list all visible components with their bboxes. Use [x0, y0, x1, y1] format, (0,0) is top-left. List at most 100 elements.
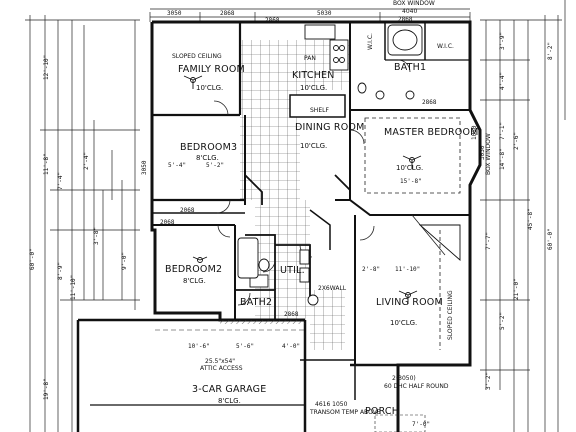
- util-label: UTIL.: [280, 265, 305, 276]
- dim-bedroom3-w2: 5'-2": [206, 162, 224, 169]
- garage-label: 3-CAR GARAGE: [192, 384, 266, 395]
- dim-left-overall: 60'-0": [29, 248, 36, 270]
- dim-right-r7: 3'-2": [485, 372, 492, 390]
- dim-left-l4: 11'-10": [70, 275, 77, 300]
- shelf-note: SHELF: [310, 107, 329, 114]
- family-room-label: FAMILY ROOM: [178, 64, 245, 75]
- attic-access-note: ATTIC ACCESS: [200, 365, 243, 372]
- tray-ceiling-outline: [364, 117, 461, 194]
- wic-label-2: W.I.C.: [437, 43, 454, 50]
- porch-step: [374, 414, 426, 432]
- dim-garage-w1: 10'-6": [188, 343, 210, 350]
- sink-icon: [375, 90, 385, 100]
- box-window-side-note: BOX WINDOW: [485, 133, 492, 175]
- dim-right-upper: 8'-2": [547, 42, 554, 60]
- toilet-icon: [258, 258, 270, 272]
- dining-room-label: DINING ROOM: [295, 122, 364, 133]
- dim-right-r8: 5'-2": [499, 312, 506, 330]
- dim-hall-3: 2868: [265, 17, 280, 24]
- master-ceiling: 10'CLG.: [396, 164, 423, 172]
- dim-window-2: 3050: [479, 145, 486, 160]
- living-slope-note: SLOPED CEILING: [447, 290, 454, 340]
- half-round-note: 60 DHC HALF ROUND: [384, 383, 449, 390]
- ceiling-fan-icon: [192, 256, 208, 263]
- dim-porch-w: 7'-0": [412, 421, 430, 428]
- master-bedroom-label: MASTER BEDROOM: [384, 127, 479, 138]
- dim-top-3: 5030: [317, 10, 332, 17]
- dim-hall-1: 2068: [180, 207, 195, 214]
- hvac-icon: [307, 294, 319, 306]
- water-heater-icon: [299, 249, 310, 265]
- ceiling-fan-icon: [398, 290, 418, 304]
- two-by-six-note: 2X6WALL: [318, 285, 347, 292]
- dim-hall-4: 2868: [422, 99, 437, 106]
- dim-left-lower: 19'-8": [43, 378, 50, 400]
- dryer-icon: [299, 267, 310, 283]
- annotations: BOX WINDOW 4040 W.I.C. W.I.C. 25.5"x54" …: [200, 0, 492, 416]
- ceiling-fan-icon: [402, 155, 422, 169]
- dim-right-r3: 7'-1": [499, 122, 506, 140]
- dim-top-2: 2868: [220, 10, 235, 17]
- counter-icon: [304, 24, 336, 40]
- dim-right-r4: 7'-7": [485, 232, 492, 250]
- dim-garage-w2: 5'-6": [236, 343, 254, 350]
- dim-window-1: 3050: [141, 160, 148, 175]
- kitchen-label: KITCHEN: [292, 70, 335, 81]
- bedroom2-ceiling: 8'CLG.: [183, 277, 206, 285]
- tub-icon: [237, 237, 259, 279]
- dim-left-upper: 12'-10": [43, 55, 50, 80]
- kitchen-ceiling: 10'CLG.: [300, 84, 327, 92]
- dim-right-r1: 3'-9": [499, 32, 506, 50]
- fixtures: [183, 24, 461, 306]
- bath2-label: BATH2: [240, 297, 272, 308]
- range-icon: [329, 39, 349, 71]
- dim-left-l1: 7'-4": [57, 172, 64, 190]
- dim-living-w: 11'-10": [395, 266, 420, 273]
- dim-left-l5: 3'-8": [93, 227, 100, 245]
- dim-right-r6: 2'-6": [513, 132, 520, 150]
- dim-living-w2: 2'-8": [362, 266, 380, 273]
- box-window-size: 4040: [402, 8, 417, 15]
- wic-label-1: W.I.C.: [367, 33, 374, 50]
- family-room-note: SLOPED CEILING: [172, 53, 222, 60]
- dimension-labels: 3050 2868 5030 2868 60'-0" 12'-10" 11'-8…: [29, 10, 554, 428]
- dim-hall-2: 2068: [160, 219, 175, 226]
- dim-left-l6: 9'-0": [121, 252, 128, 270]
- walls: [76, 20, 482, 432]
- living-room-label: LIVING ROOM: [376, 297, 443, 308]
- dim-left-mid: 11'-8": [43, 153, 50, 175]
- dim-bedroom3-w: 5'-4": [168, 162, 186, 169]
- dim-left-l2: 8'-9": [57, 262, 64, 280]
- dim-right-mid: 45'-8": [527, 208, 534, 230]
- sink-icon: [405, 90, 415, 100]
- half-round-size: 2(3050): [392, 375, 416, 382]
- box-window-note: BOX WINDOW: [393, 0, 435, 7]
- tile-floors: [240, 40, 350, 350]
- fire-wall: [220, 320, 305, 324]
- dining-ceiling: 10'CLG.: [300, 142, 327, 150]
- room-labels: SLOPED CEILING FAMILY ROOM 10'CLG. KITCH…: [165, 53, 479, 417]
- door-swings: [213, 59, 446, 306]
- bedroom2-label: BEDROOM2: [165, 264, 222, 275]
- dim-window-side: 1050: [471, 125, 478, 140]
- dim-top-right: 2868: [398, 16, 413, 23]
- dim-master-w: 15'-8": [400, 178, 422, 185]
- dim-garage-w3: 4'-0": [282, 343, 300, 350]
- porch-label: PORCH: [365, 406, 399, 417]
- family-room-ceiling: 10'CLG.: [196, 84, 223, 92]
- dim-right-overall: 60'-0": [547, 228, 554, 250]
- dim-right-r2: 4'-4": [499, 72, 506, 90]
- dim-top-1: 3050: [167, 10, 182, 17]
- ceiling-fan-icon: [183, 75, 203, 89]
- pantry-note: PAN: [304, 55, 316, 62]
- transom-note: TRANSOM TEMP ABOVE: [309, 409, 381, 416]
- attic-size: 25.5"x54": [205, 358, 235, 365]
- dim-right-r5: 14'-8": [499, 148, 506, 170]
- bedroom3-label: BEDROOM3: [180, 142, 237, 153]
- bath1-label: BATH1: [394, 62, 426, 73]
- dim-hall-5: 2868: [284, 311, 299, 318]
- toilet-icon: [357, 82, 367, 94]
- dim-right-lower: 21'-0": [513, 278, 520, 300]
